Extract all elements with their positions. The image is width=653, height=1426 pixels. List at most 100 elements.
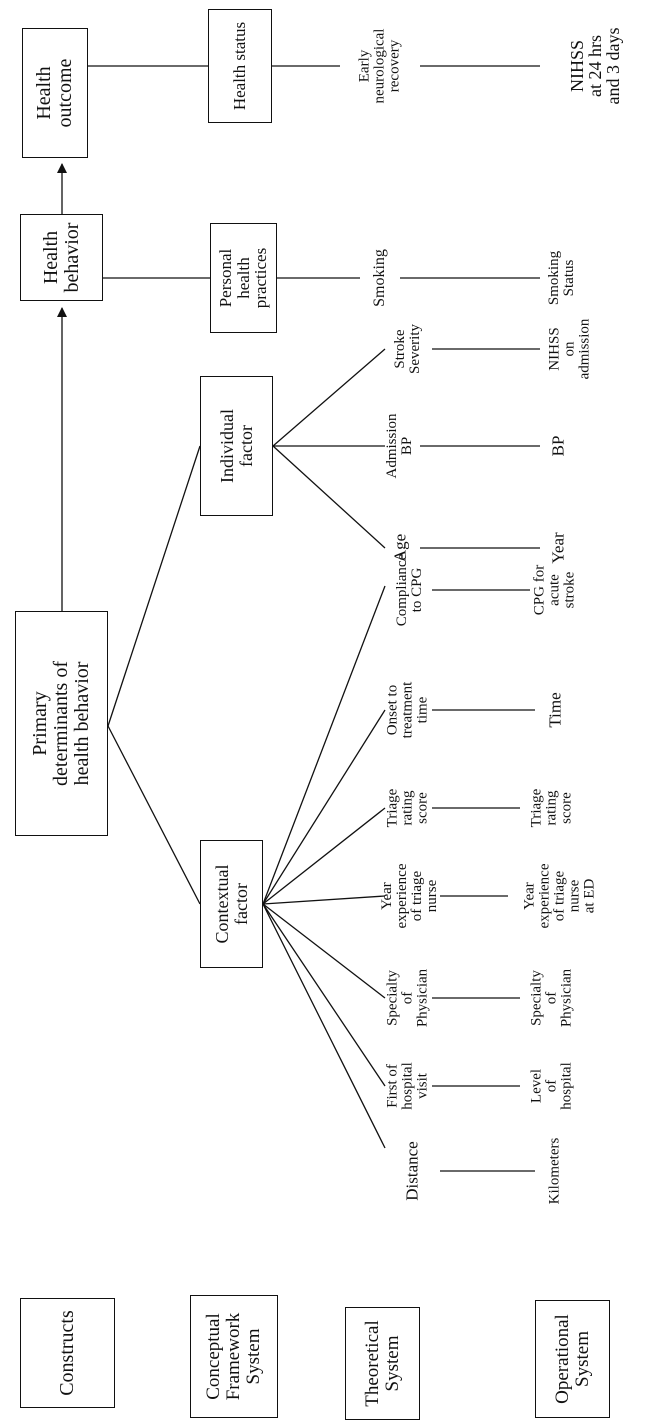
oper-triage-line: rating [543,790,560,826]
theory-age: Age [390,533,410,563]
row-label-operational-line: System [571,1331,593,1387]
row-label-operational-line: Operational [551,1314,573,1404]
theory-specialty-of-physician: Specialty of Physician [384,969,431,1027]
theory-triage-line: rating [399,790,416,826]
oper-nihss24-line: and 3 days [603,27,623,105]
oper-nihss-adm-line: NIHSS [546,327,563,371]
oper-cpg-for-acute-stroke: CPG for acute stroke [531,564,578,616]
concept-contextual-line: Contextual [211,864,232,944]
link-primary-individual [107,445,201,727]
oper-nihss-adm-line: admission [576,318,593,380]
link-individual-severity [272,348,386,447]
oper-year-experience-triage-nurse: Year experience of triage nurse at ED [522,863,598,929]
oper-cpg-line: stroke [561,571,578,609]
oper-nihss24-line: NIHSS [567,39,587,93]
oper-level-line: of [543,1079,560,1093]
concept-status-line: Health status [230,21,250,111]
oper-specialty-line: Physician [558,968,575,1028]
theory-stroke-severity: Stroke Severity [392,324,423,374]
construct-behavior-line: behavior [60,222,83,293]
construct-outcome-line: Health [33,66,55,120]
theory-year-exp-line: Year [379,882,395,910]
theory-specialty-line: of [399,991,416,1005]
row-label-conceptual-line: Conceptual [203,1313,225,1400]
concept-health-status: Health status [208,9,272,123]
theory-first-visit-line: First of [384,1064,401,1108]
oper-time-line: Time [545,692,565,728]
oper-smoking-status-line: Status [561,259,577,297]
row-label-constructs-text: Constructs [56,1310,78,1396]
theory-admission-bp-line: BP [399,436,415,456]
theory-specialty-line: Specialty [384,970,401,1026]
oper-smoking-status: Smoking Status [546,250,577,306]
theory-first-hospital-visit: First of hospital visit [384,1062,431,1110]
oper-triage-rating-score: Triage rating score [529,789,575,828]
oper-smoking-status-line: Smoking [546,250,562,306]
theory-onset-to-treatment-time: Onset to treatment time [384,682,431,739]
row-label-theoretical: Theoretical System [345,1307,420,1420]
link-contextual-triage [262,807,386,905]
row-label-operational: Operational System [535,1300,610,1418]
theory-severity-line: Severity [407,324,423,374]
oper-year-exp-line: of triage [551,870,568,922]
oper-cpg-line: CPG for [531,564,548,616]
oper-nihss-adm-line: on [561,341,578,357]
link-contextual-distance [262,903,386,1149]
oper-nihss-on-admission: NIHSS on admission [546,318,593,380]
theory-onset-line: Onset to [384,684,401,736]
oper-cpg-line: acute [546,574,563,606]
concept-contextual-factor: Contextual factor [200,840,263,968]
theory-admission-bp-line: Admission [384,413,400,479]
concept-personal-line: practices [251,247,271,309]
row-label-conceptual: Conceptual Framework System [190,1295,278,1418]
oper-specialty-line: Specialty [528,970,545,1026]
theory-triage-line: score [414,792,431,824]
link-contextual-compliance [262,585,386,905]
link-individual-age [272,445,386,549]
oper-bp: BP [549,436,568,457]
concept-individual-line: factor [235,425,256,467]
construct-outcome-line: outcome [54,58,76,128]
theory-recovery-line: neurological [371,28,388,104]
construct-health-outcome: Health outcome [22,28,88,158]
concept-personal-line: health [233,257,253,299]
theory-admission-bp: Admission BP [384,413,415,479]
oper-level-line: hospital [558,1062,575,1110]
theory-compliance-line: Compliance [394,553,410,627]
oper-kilometers: Kilometers [546,1137,563,1205]
oper-year-exp-line: nurse [566,879,583,913]
concept-individual-line: Individual [216,409,237,483]
theory-year-exp-line: experience [394,863,410,929]
construct-primary-determinants: Primary determinants of health behavior [15,611,108,836]
concept-personal-line: Personal [215,248,235,308]
link-primary-contextual [107,725,201,905]
theory-first-visit-line: hospital [399,1062,416,1110]
theory-year-exp-line: of triage [409,870,425,922]
theory-triage-rating-score: Triage rating score [384,788,431,828]
theory-distance: Distance [403,1141,422,1200]
oper-level-of-hospital: Level of hospital [529,1062,575,1110]
oper-kilometers-line: Kilometers [546,1137,563,1205]
row-label-conceptual-line: Framework [223,1312,245,1401]
theory-severity-line: Stroke [392,329,408,369]
oper-year-exp-line: experience [536,863,553,929]
construct-health-behavior: Health behavior [20,214,103,301]
row-label-theoretical-line: Theoretical [361,1320,383,1407]
row-label-conceptual-line: System [242,1328,264,1385]
theory-recovery-line: recovery [386,39,403,93]
theory-early-neurological-recovery: Early neurological recovery [357,28,403,104]
oper-nihss24-line: at 24 hrs [585,35,605,98]
theory-smoking-line: Smoking [371,249,388,307]
oper-year: Year [549,532,568,563]
theory-age-line: Age [390,533,410,563]
theory-triage-line: Triage [384,788,401,828]
row-label-constructs: Constructs [20,1298,115,1408]
construct-primary-line: health behavior [71,661,93,786]
construct-primary-line: determinants of [50,661,72,786]
theory-compliance-line: to CPG [409,567,425,613]
theory-year-exp-line: nurse [424,879,440,913]
construct-primary-line: Primary [29,691,51,756]
oper-nihss-24hrs-3days: NIHSS at 24 hrs and 3 days [567,27,623,105]
theory-smoking: Smoking [371,249,388,307]
